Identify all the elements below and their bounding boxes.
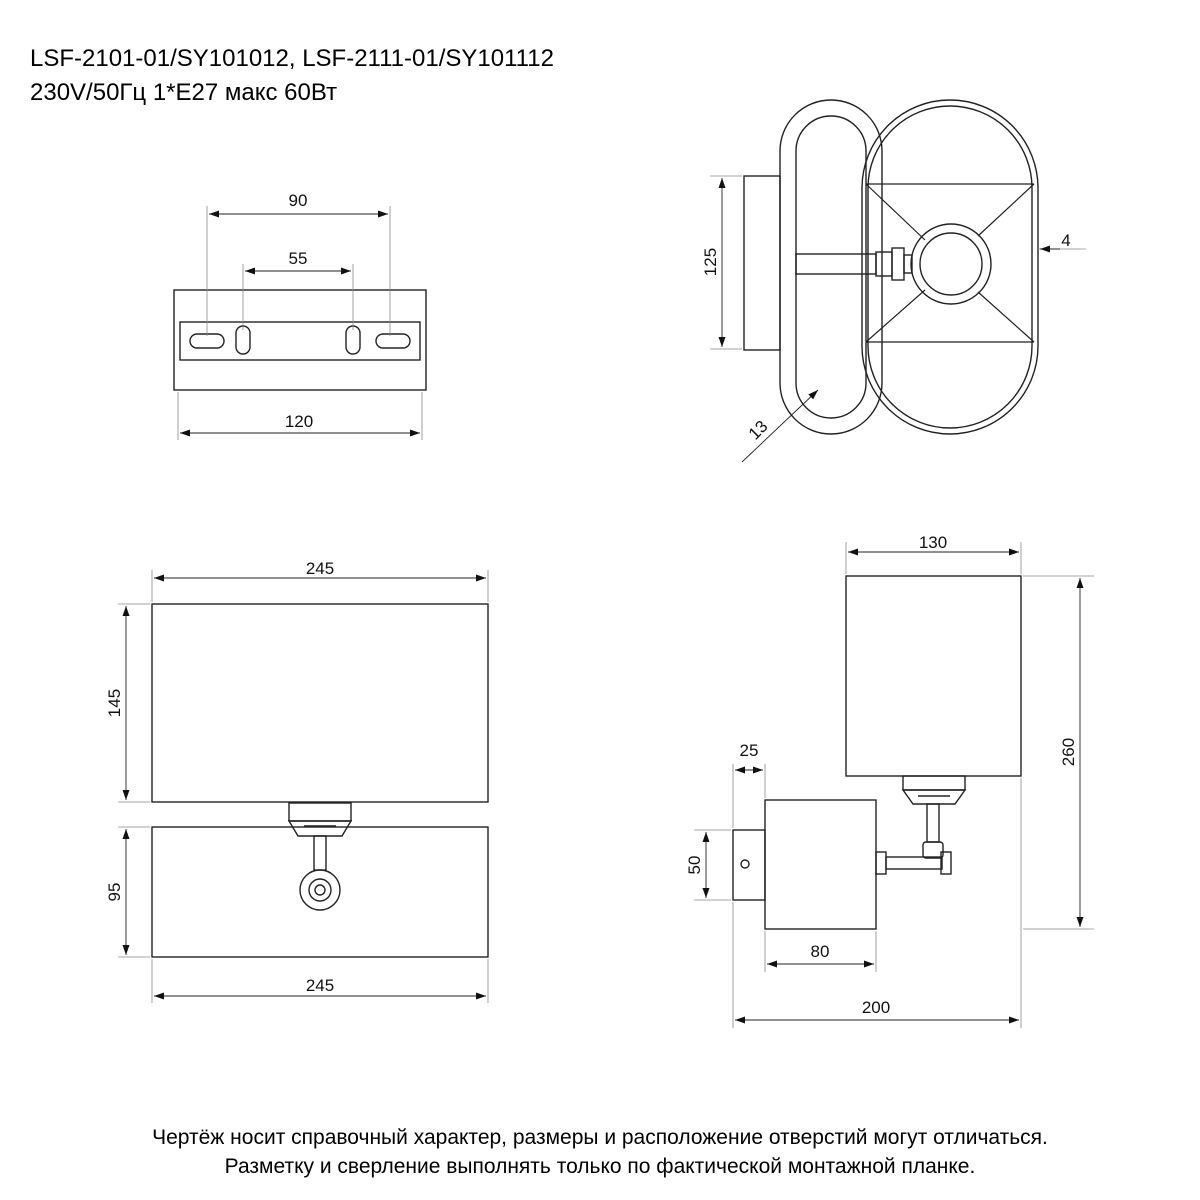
front-socket-bottom — [287, 820, 353, 837]
mount-slot-right — [375, 333, 411, 349]
top-arm — [795, 253, 877, 275]
shade-oval-outer — [861, 99, 1039, 435]
side-arm — [885, 856, 943, 870]
front-lower-shade — [151, 826, 489, 958]
dim-245-bottom: 245 — [306, 976, 334, 995]
side-upper-shade — [845, 575, 1022, 777]
mount-hole-left — [235, 325, 251, 355]
front-socket-top — [288, 802, 352, 822]
front-joint-outer — [299, 869, 341, 911]
dim-13: 13 — [745, 417, 772, 444]
socket-ring-inner — [919, 232, 983, 296]
electrical-specs: 230V/50Гц 1*E27 макс 60Вт — [30, 79, 338, 106]
front-joint-inner — [308, 878, 332, 902]
mount-bar — [179, 321, 421, 361]
disclaimer-line-1: Чертёж носит справочный характер, размер… — [152, 1126, 1048, 1149]
dim-55: 55 — [289, 249, 308, 268]
front-stem — [313, 835, 327, 871]
side-stem — [926, 803, 940, 843]
dim-120: 120 — [285, 412, 313, 431]
dim-260: 260 — [1059, 738, 1078, 766]
dim-200: 200 — [862, 998, 890, 1017]
front-upper-shade — [151, 603, 489, 803]
side-socket-top — [902, 775, 966, 791]
side-view — [732, 575, 1022, 930]
shade-oval-inner — [867, 105, 1033, 429]
front-view — [151, 603, 489, 958]
dim-25: 25 — [740, 741, 759, 760]
top-view — [743, 99, 1039, 435]
mounting-plate-view — [173, 206, 427, 440]
side-lower-shade — [764, 799, 877, 930]
mount-slot-left — [189, 333, 225, 349]
dim-95: 95 — [105, 883, 124, 902]
socket-ring-outer — [910, 223, 992, 305]
dim-80: 80 — [811, 942, 830, 961]
dim-130: 130 — [919, 533, 947, 552]
frame-outer — [779, 99, 883, 435]
dim-50: 50 — [685, 856, 704, 875]
disclaimer-line-2: Разметку и сверление выполнять только по… — [224, 1155, 976, 1178]
mount-hole-right — [345, 325, 361, 355]
model-numbers: LSF-2101-01/SY101012, LSF-2111-01/SY1011… — [30, 45, 554, 72]
dim-90: 90 — [289, 191, 308, 210]
dim-4: 4 — [1061, 231, 1070, 250]
side-wall-plate — [732, 829, 766, 901]
mount-plate-outline — [173, 289, 427, 391]
dim-245-top: 245 — [306, 559, 334, 578]
dim-145: 145 — [105, 689, 124, 717]
side-plate-screw — [740, 859, 750, 869]
top-wall-plate — [743, 175, 781, 351]
dim-125: 125 — [701, 248, 720, 276]
frame-inner — [795, 115, 867, 419]
